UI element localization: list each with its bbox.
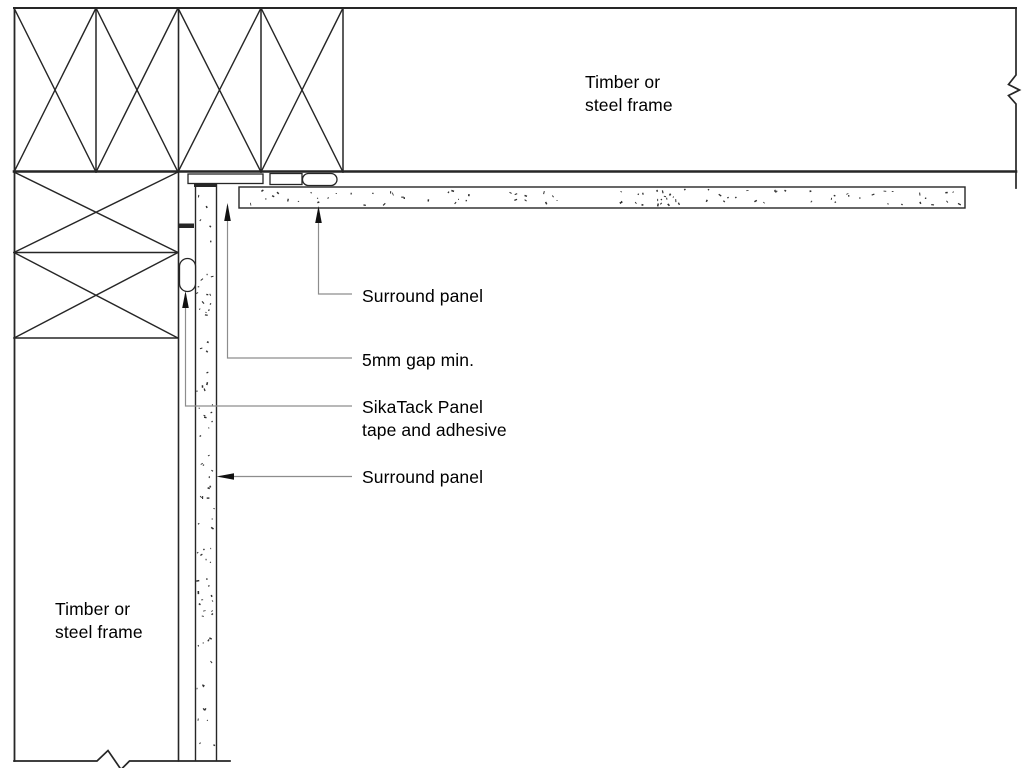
leader-gap-min [226,206,352,359]
right-break-mark-icon [1007,7,1022,189]
panel-stipple [250,188,962,207]
label-surround-panel-side: Surround panel [362,467,484,487]
leader-arrowhead-icon [315,206,322,223]
panel-stipple [195,194,216,747]
surround-panel-horizontal [238,186,966,209]
bottom-break-mark-icon [13,749,231,768]
surround-panels [194,183,966,761]
callout-leader-lines [184,206,352,478]
adhesive-bead-icon [178,257,197,293]
top-frame-studs [95,7,344,173]
panel-tape-pad [178,223,194,228]
tape-and-adhesive [178,172,338,293]
panel-top-cap [194,183,217,187]
label-timber-steel-frame-bottom: Timber or steel frame [55,599,143,642]
adhesive-bead-icon [301,172,338,187]
left-frame-x-bracing [13,171,179,339]
label-surround-panel-top: Surround panel [362,286,484,306]
callout-arrowheads [182,203,322,480]
label-sikatack-tape-adhesive: SikaTack Panel tape and adhesive [362,397,507,440]
label-gap-min: 5mm gap min. [362,350,475,370]
leader-arrowhead-icon [182,291,189,308]
timber-steel-frame-linework [12,7,1022,768]
leader-adhesive [184,294,352,407]
panel-tape-strip [187,173,264,185]
panel-tape-pad [269,172,303,186]
top-frame-x-bracing [13,7,344,173]
label-timber-steel-frame-top: Timber or steel frame [585,72,673,115]
leader-surround-panel-top [317,208,352,295]
surround-panel-vertical [194,183,218,761]
leader-arrowhead-icon [224,203,231,221]
left-frame-noggins [13,251,179,339]
leader-arrowhead-icon [216,473,234,480]
